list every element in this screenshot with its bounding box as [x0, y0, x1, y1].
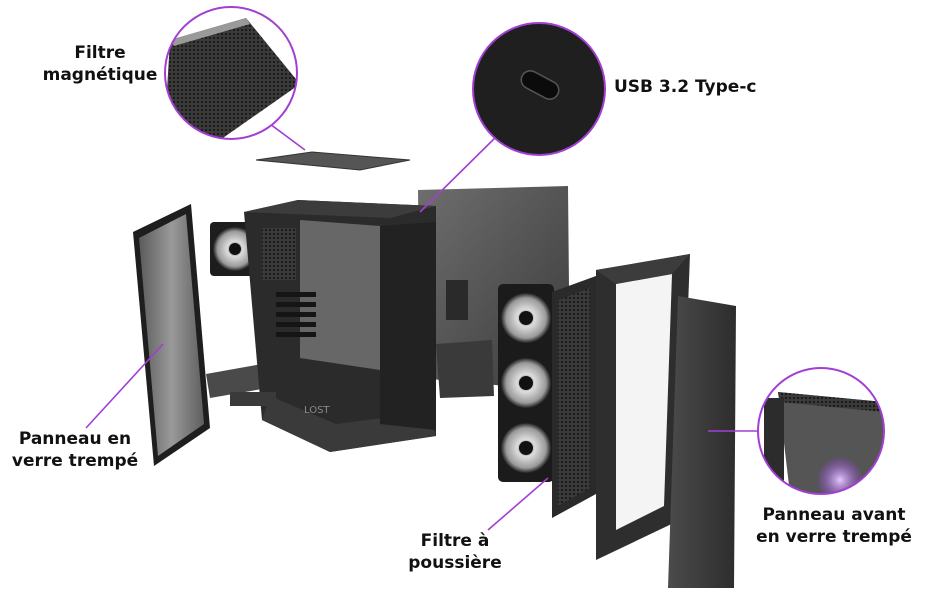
zoom-circle-usb-c	[472, 22, 606, 156]
usb-c-port-icon	[520, 70, 560, 100]
label-usb-port: USB 3.2 Type-c	[614, 76, 756, 98]
label-front-glass-line-1: Panneau avant	[762, 505, 906, 525]
zoom-circle-front-panel	[757, 367, 885, 495]
leader-lines	[85, 123, 758, 531]
magnetic-filter-sheet	[255, 151, 411, 171]
label-dust-filter: Filtre à poussière	[396, 530, 514, 574]
label-side-glass-panel: Panneau en verre trempé	[4, 428, 146, 472]
label-dust-filter-line-2: poussière	[408, 553, 502, 573]
psu-bracket	[436, 340, 494, 398]
front-fan-stack	[498, 284, 554, 482]
case-brand-text: LOST	[304, 405, 330, 416]
case-brand-logo: LOST	[304, 405, 330, 416]
zoom-circle-magnetic-filter	[164, 6, 298, 140]
label-magnetic-filter-line-1: Filtre	[74, 43, 126, 63]
front-dust-filter	[552, 276, 596, 518]
label-front-glass-panel: Panneau avant en verre trempé	[744, 504, 924, 548]
side-glass-panel	[133, 204, 210, 466]
front-frame	[596, 254, 690, 560]
label-magnetic-filter: Filtre magnétique	[30, 42, 170, 86]
case-chassis	[244, 200, 436, 452]
label-side-glass-line-1: Panneau en	[18, 429, 132, 449]
label-magnetic-filter-line-2: magnétique	[42, 65, 158, 85]
label-dust-filter-line-1: Filtre à	[420, 531, 490, 551]
label-usb-port-line-1: USB 3.2 Type-c	[614, 77, 757, 97]
front-glass-panel	[668, 296, 736, 588]
label-front-glass-line-2: en verre trempé	[756, 527, 912, 547]
bottom-filter-sheet	[206, 364, 268, 398]
label-side-glass-line-2: verre trempé	[11, 451, 139, 471]
